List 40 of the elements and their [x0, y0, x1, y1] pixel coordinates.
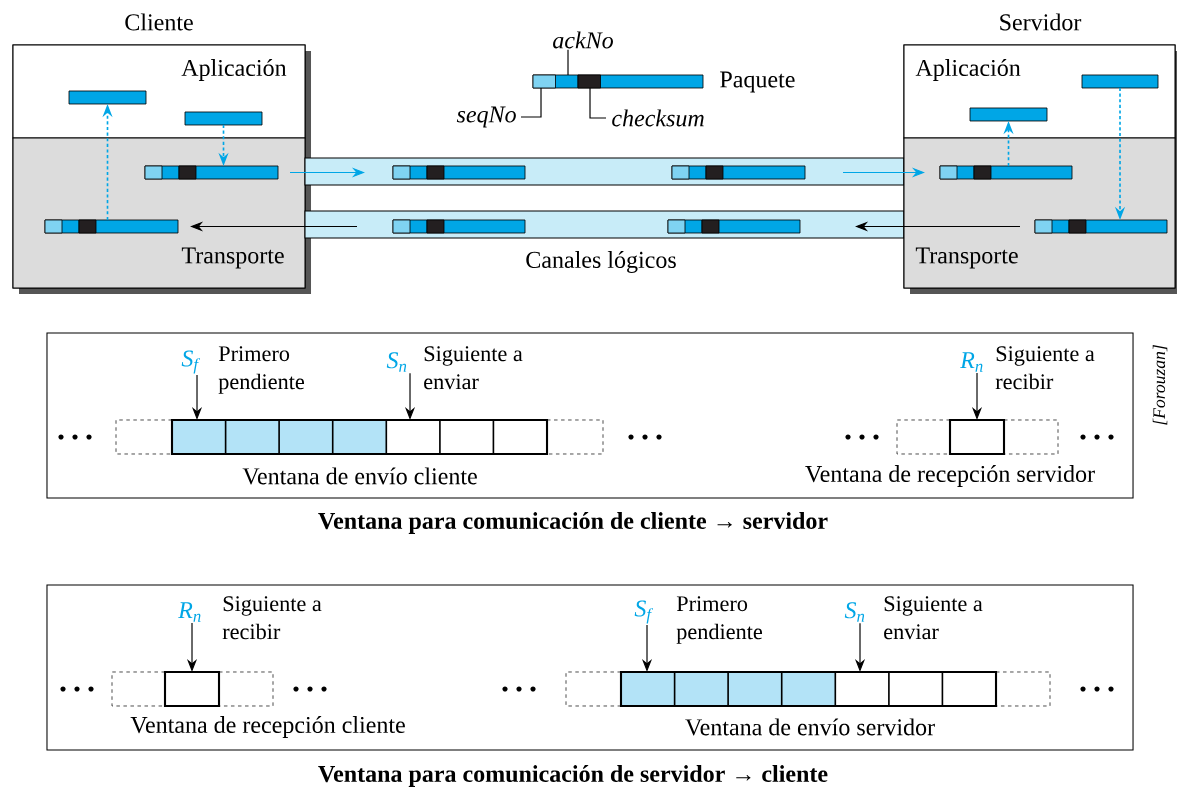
panel-caption: Ventana para comunicación de servidor → cliente	[318, 765, 828, 787]
pointer-label: Siguiente a recibir	[995, 346, 1095, 390]
field-label: ackNo	[553, 31, 613, 49]
pointer-label: Siguiente a recibir	[222, 596, 322, 640]
pointer-symbol: R$_{n}$	[178, 602, 201, 622]
channel-label: Canales lógicos	[526, 251, 676, 273]
pointer-label: Primero pendiente	[218, 346, 304, 394]
source-note: [Forouzan]	[1152, 345, 1168, 425]
data-bar	[184, 111, 263, 126]
node-label: Servidor	[1000, 13, 1082, 31]
leader-line	[589, 87, 607, 119]
node-label: Cliente	[125, 13, 193, 31]
pointer-symbol: S$_{n}$	[844, 602, 865, 622]
layer-box: Aplicación	[12, 44, 306, 139]
window-caption: Ventana de recepción cliente	[130, 716, 405, 738]
field-label: checksum	[612, 109, 704, 127]
leader-line	[567, 49, 569, 76]
packet	[667, 219, 801, 234]
layer-box: Aplicación	[903, 44, 1176, 139]
pointer-label: Siguiente a enviar	[424, 346, 523, 390]
pointer-symbol: S$_{n}$	[386, 352, 407, 372]
pointer-label: Siguiente a enviar	[884, 596, 983, 640]
packet	[392, 165, 526, 180]
pointer-symbol: S$_{f}$	[634, 600, 653, 624]
packet	[671, 165, 806, 180]
pointer-symbol: S$_{f}$	[181, 350, 200, 374]
window-caption: Ventana de recepción servidor	[805, 465, 1095, 487]
layer-box: Transporte	[12, 137, 306, 289]
data-bar	[1081, 74, 1159, 89]
leader-line	[520, 87, 542, 118]
window-caption: Ventana de envío servidor	[685, 718, 935, 736]
pointer-symbol: R$_{n}$	[960, 352, 983, 372]
window-caption: Ventana de envío cliente	[242, 467, 477, 485]
packet	[392, 219, 526, 234]
pointer-label: Primero pendiente	[676, 596, 762, 644]
field-label: seqNo	[456, 106, 516, 128]
packet-label: Paquete	[720, 71, 795, 93]
packet	[44, 219, 179, 234]
packet	[939, 165, 1073, 180]
panel-caption: Ventana para comunicación de cliente → servidor	[318, 512, 828, 534]
